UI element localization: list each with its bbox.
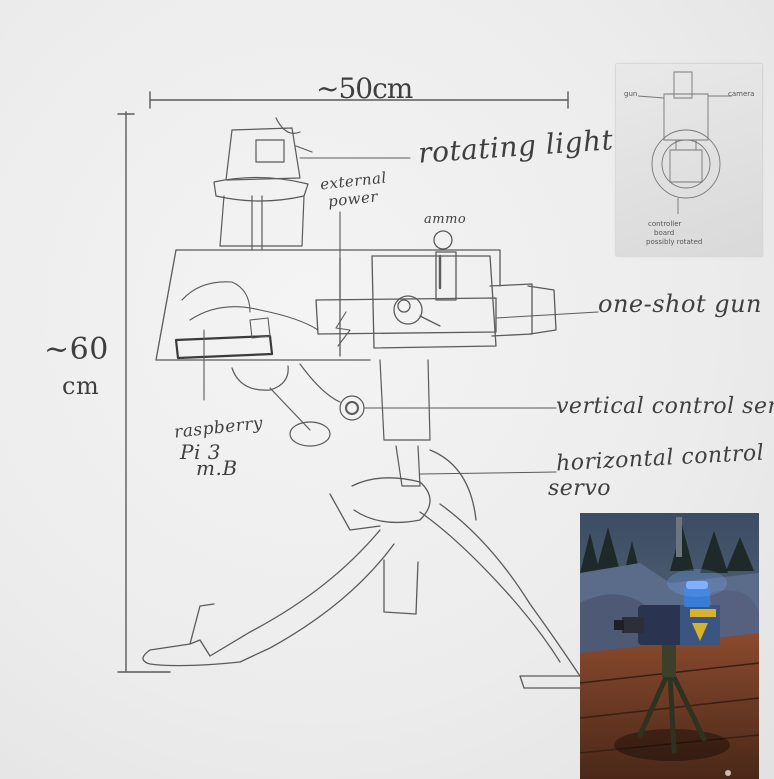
sentry-reference-image: [580, 513, 759, 779]
height-label-bottom: cm: [62, 372, 99, 400]
light-mount-drawing: [220, 196, 304, 250]
raspberry-pi-label-line3: m.B: [196, 456, 238, 480]
inset-controller-label-3: possibly rotated: [646, 238, 702, 246]
top-view-sketch-inset: gun camera controller board possibly rot…: [616, 64, 762, 256]
inset-camera-label: camera: [728, 90, 754, 98]
vertical-control-servo-label: vertical control servo: [556, 394, 774, 419]
tripod-drawing: [143, 450, 586, 688]
gun-chamber-drawing: [394, 296, 440, 326]
one-shot-gun-label: one-shot gun: [598, 290, 762, 318]
width-label: ~50cm: [316, 72, 412, 105]
external-power-wire: [336, 212, 350, 346]
rotating-light-drawing: [214, 118, 312, 201]
ammo-label: ammo: [424, 212, 466, 227]
ammo-drawing: [434, 231, 456, 300]
raspberry-pi-drawing: [176, 282, 318, 400]
horizontal-control-servo-label-line2: servo: [548, 476, 611, 501]
turret-body-drawing: [156, 250, 556, 360]
inset-gun-label: gun: [624, 90, 637, 98]
height-dimension-line: [118, 112, 170, 672]
inset-controller-label-2: board: [654, 229, 674, 237]
inset-controller-label-1: controller: [648, 220, 681, 228]
sentry-reference-illustration: [580, 513, 759, 779]
height-label-top: ~60: [44, 332, 109, 367]
